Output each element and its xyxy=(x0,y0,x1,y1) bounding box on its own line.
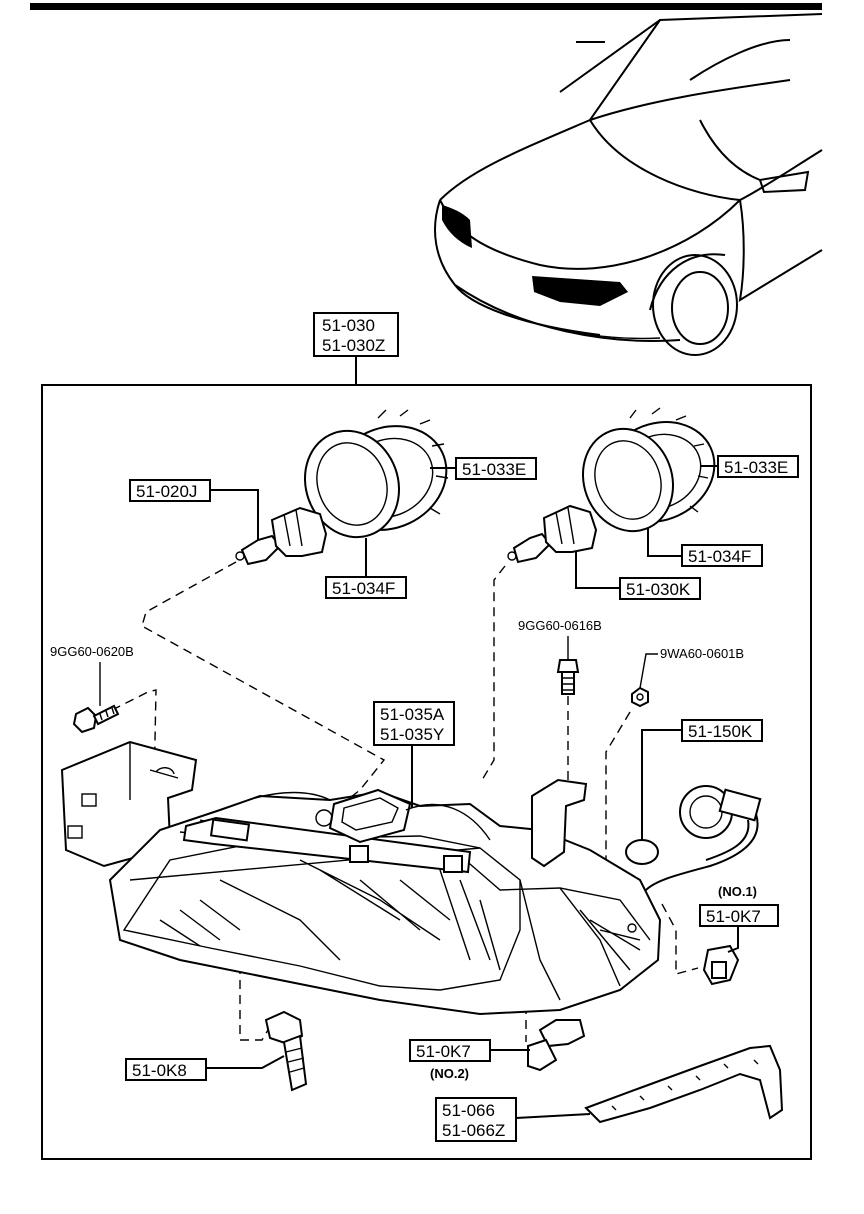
label-035a: 51-035A xyxy=(380,705,445,724)
bolt-labels: 9GG60-0620B 9GG60-0616B 9WA60-0601B xyxy=(50,618,744,706)
callout-150k: 51-150K xyxy=(641,719,763,840)
assembly-label-line-2: 51-030Z xyxy=(322,336,385,355)
label-bolt-0616b: 9GG60-0616B xyxy=(518,618,602,633)
headlamp-housing xyxy=(108,778,662,1016)
label-150k: 51-150K xyxy=(688,722,753,741)
socket-no2 xyxy=(527,1019,586,1072)
callout-033e-left: 51-033E xyxy=(430,457,537,480)
note-no1: (NO.1) xyxy=(718,884,757,899)
label-033e-left: 51-033E xyxy=(462,460,526,479)
label-033e-right: 51-033E xyxy=(724,458,788,477)
callout-030k: 51-030K xyxy=(575,552,701,600)
top-rule xyxy=(30,3,822,10)
label-035y: 51-035Y xyxy=(380,725,444,744)
socket-0k8 xyxy=(264,1010,308,1092)
callout-0k7-no1: (NO.1) 51-0K7 xyxy=(699,884,779,953)
callout-034f-right: 51-034F xyxy=(647,528,763,567)
bolt-center xyxy=(556,659,580,695)
label-0k7-no1: 51-0K7 xyxy=(706,907,761,926)
callout-0k7-no2: 51-0K7 (NO.2) xyxy=(409,1039,530,1081)
callout-020j: 51-020J xyxy=(129,479,259,540)
callout-034f-left: 51-034F xyxy=(325,538,407,599)
side-marker-socket xyxy=(625,785,762,891)
trim-strip xyxy=(584,1044,784,1124)
note-no2: (NO.2) xyxy=(430,1066,469,1081)
label-020j: 51-020J xyxy=(136,482,197,501)
bolt-left xyxy=(72,704,120,734)
right-bulb-group xyxy=(507,407,716,564)
assembly-frame xyxy=(41,384,812,1160)
nut-right xyxy=(631,686,649,708)
socket-no1 xyxy=(702,944,740,986)
callout-066: 51-066 51-066Z xyxy=(435,1097,591,1142)
callout-0k8: 51-0K8 xyxy=(125,1055,285,1081)
callout-033e-right: 51-033E xyxy=(700,455,799,478)
label-nut-0601b: 9WA60-0601B xyxy=(660,646,744,661)
label-066z: 51-066Z xyxy=(442,1121,505,1140)
assembly-label: 51-030 51-030Z xyxy=(313,312,399,385)
left-bulb-group xyxy=(235,409,449,566)
label-0k7-no2: 51-0K7 xyxy=(416,1042,471,1061)
label-066: 51-066 xyxy=(442,1101,495,1120)
label-0k8: 51-0K8 xyxy=(132,1061,187,1080)
label-030k: 51-030K xyxy=(626,580,691,599)
label-034f-right: 51-034F xyxy=(688,547,751,566)
assembly-label-line-1: 51-030 xyxy=(322,316,375,335)
label-bolt-0620b: 9GG60-0620B xyxy=(50,644,134,659)
car-illustration xyxy=(434,13,823,356)
callout-035: 51-035A 51-035Y xyxy=(373,701,455,808)
label-034f-left: 51-034F xyxy=(332,579,395,598)
